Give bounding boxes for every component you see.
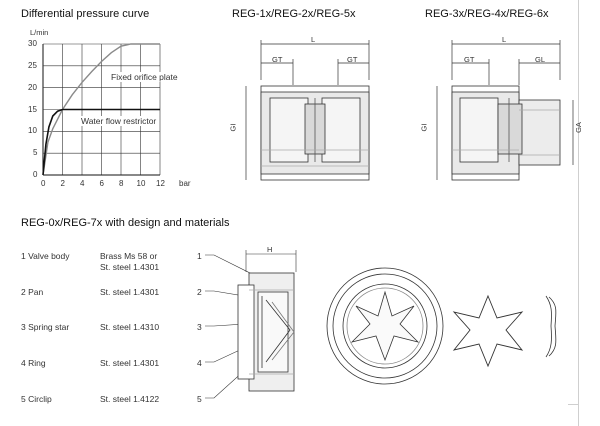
x-tick-8: 8	[119, 179, 124, 188]
drawing-a-dim-GT-left: GT	[272, 55, 283, 64]
part-label-1: 1 Valve body	[21, 251, 70, 261]
y-tick-5: 5	[33, 148, 38, 158]
y-tick-10: 10	[28, 126, 37, 136]
callout-3: 3	[197, 322, 202, 332]
callout-2: 2	[197, 287, 202, 297]
y-tick-15: 15	[28, 104, 37, 114]
part-label-5: 5 Circlip	[21, 394, 52, 404]
drawing-b-title: REG-3x/REG-4x/REG-6x	[425, 8, 549, 20]
material-5: St. steel 1.4122	[100, 394, 160, 404]
drawing-b-dim-GL: GL	[535, 55, 546, 64]
drawing-b-dim-GT: GT	[464, 55, 475, 64]
material-1b: St. steel 1.4301	[100, 262, 160, 272]
callout-1: 1	[197, 251, 202, 261]
series-line-fixed-orifice-plate	[42, 43, 160, 176]
callout-5: 5	[197, 394, 202, 404]
x-tick-6: 6	[99, 179, 104, 188]
materials-title: REG-0x/REG-7x with design and materials	[21, 217, 230, 229]
materials-dim-H: H	[267, 245, 273, 254]
page-bottom-border	[568, 404, 579, 405]
material-2: St. steel 1.4301	[100, 287, 160, 297]
material-4: St. steel 1.4301	[100, 358, 160, 368]
x-tick-4: 4	[80, 179, 85, 188]
drawing-a-title: REG-1x/REG-2x/REG-5x	[232, 8, 356, 20]
y-tick-20: 20	[28, 82, 37, 92]
x-axis-unit: bar	[179, 179, 191, 188]
drawing-b-dim-L: L	[502, 35, 507, 44]
y-tick-0: 0	[33, 170, 38, 179]
series-label-orifice: Fixed orifice plate	[110, 72, 179, 82]
part-label-4: 4 Ring	[21, 358, 46, 368]
x-tick-10: 10	[136, 179, 146, 188]
x-tick-12: 12	[156, 179, 165, 188]
part-label-3: 3 Spring star	[21, 322, 70, 332]
part-label-2: 2 Pan	[21, 287, 44, 297]
drawing-a-dim-GT-right: GT	[347, 55, 358, 64]
series-label-restrictor: Water flow restrictor	[80, 116, 158, 126]
y-axis-unit: L/min	[30, 28, 49, 37]
series-line-water-flow-restrictor	[42, 108, 160, 176]
curve-title: Differential pressure curve	[21, 8, 150, 20]
callout-4: 4	[197, 358, 202, 368]
y-tick-30: 30	[28, 39, 37, 48]
page-right-border	[578, 0, 579, 426]
x-tick-2: 2	[60, 179, 65, 188]
x-tick-0: 0	[41, 179, 46, 188]
material-1: Brass Ms 58 or	[100, 251, 158, 261]
drawing-a-dim-L: L	[311, 35, 316, 44]
y-tick-25: 25	[28, 60, 37, 70]
material-3: St. steel 1.4310	[100, 322, 160, 332]
